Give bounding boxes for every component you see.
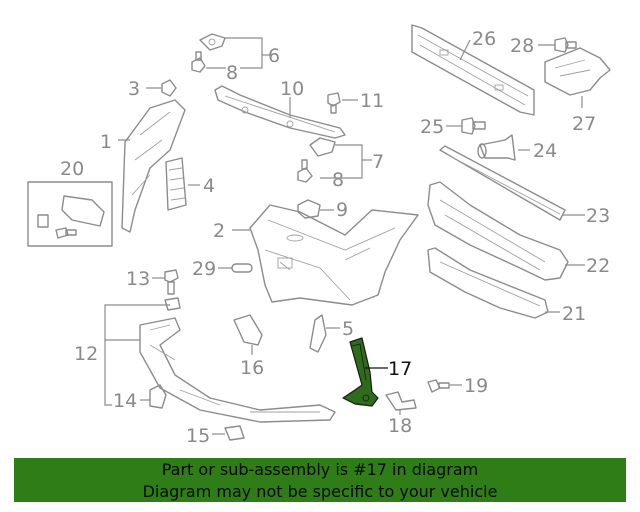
callout-27: 27 (572, 113, 596, 135)
callout-1: 1 (100, 131, 112, 153)
part-13-bolt (164, 269, 179, 295)
callout-8a: 8 (226, 62, 238, 84)
part-12-clip (164, 297, 181, 311)
part-22-energy-absorber (427, 181, 569, 281)
part-4-grille-insert (165, 157, 187, 211)
part-18-bracket (385, 391, 417, 411)
callout-28: 28 (510, 35, 534, 57)
callout-8b: 8 (332, 169, 344, 191)
part-10-support (214, 85, 346, 139)
part-25-bolt (461, 117, 486, 135)
part-16-bracket (233, 314, 263, 346)
callout-14: 14 (113, 390, 137, 412)
callout-18: 18 (388, 415, 412, 437)
callout-9: 9 (336, 199, 348, 221)
part-8-screw-top (191, 51, 206, 73)
callout-10: 10 (280, 78, 304, 100)
callout-11: 11 (360, 90, 384, 112)
part-17-bracket-highlighted[interactable] (342, 337, 379, 407)
callout-21: 21 (562, 303, 586, 325)
part-12-lower-spoiler (139, 317, 336, 423)
callout-23: 23 (586, 205, 610, 227)
part-27-bracket (544, 47, 611, 96)
callout-12: 12 (74, 343, 98, 365)
part-8-screw (297, 159, 313, 183)
part-19-screw (427, 379, 450, 393)
callout-24: 24 (533, 140, 557, 162)
part-14-clip (149, 384, 167, 409)
callout-22: 22 (586, 255, 610, 277)
part-1-fender-liner (121, 99, 186, 233)
part-29-clip (231, 263, 253, 273)
part-5-bracket (309, 314, 327, 353)
callout-7: 7 (372, 151, 384, 173)
callout-2: 2 (213, 220, 225, 242)
callout-3: 3 (128, 78, 140, 100)
part-21-lower-absorber (427, 247, 549, 319)
callout-19: 19 (464, 375, 488, 397)
callout-5: 5 (342, 318, 354, 340)
parts-diagram: 26 28 27 25 24 23 22 21 (27, 24, 611, 447)
banner-line-1: Part or sub-assembly is #17 in diagram (161, 460, 479, 479)
callout-20: 20 (60, 158, 84, 180)
callout-4: 4 (203, 175, 215, 197)
part-23-strip (439, 145, 566, 221)
callout-25: 25 (420, 116, 444, 138)
info-banner: Part or sub-assembly is #17 in diagram D… (14, 458, 626, 502)
callout-16: 16 (240, 357, 264, 379)
part-11-bolt (327, 92, 341, 114)
part-28-bolt (554, 37, 577, 53)
part-2-bumper-cover (249, 204, 419, 306)
callout-26: 26 (472, 28, 496, 50)
part-15-clip (224, 425, 245, 441)
part-24-absorber (477, 134, 516, 161)
callout-29: 29 (192, 258, 216, 280)
callout-6: 6 (268, 45, 280, 67)
part-9-nut (297, 199, 321, 219)
callout-13: 13 (126, 268, 150, 290)
callout-17: 17 (388, 358, 412, 380)
part-26-reinforcement (411, 24, 535, 116)
banner-line-2: Diagram may not be specific to your vehi… (142, 482, 498, 501)
part-20-kit-box (27, 181, 113, 247)
part-3-clip (161, 79, 177, 97)
callout-15: 15 (186, 425, 210, 447)
part-6-clip (199, 33, 226, 51)
part-20-kit (37, 195, 105, 239)
part-7-bracket (309, 137, 336, 157)
